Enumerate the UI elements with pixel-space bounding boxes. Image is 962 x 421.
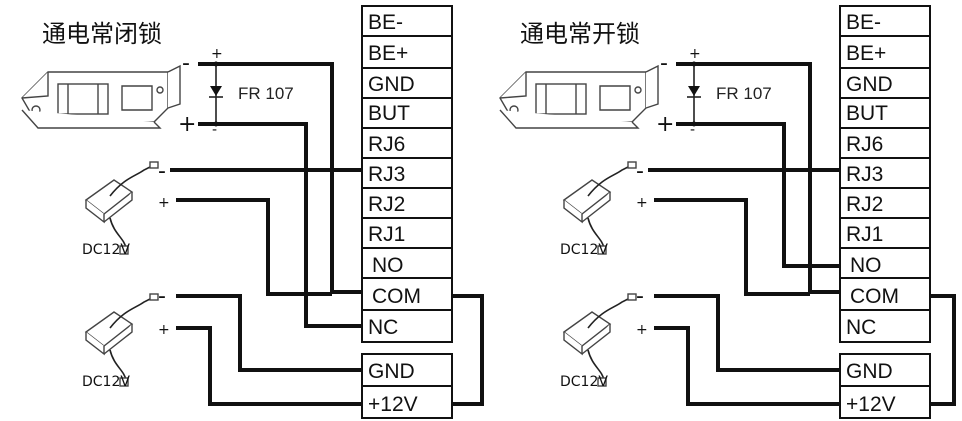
wire-lock-plus-no [676, 122, 840, 268]
power-terminal-block: GND +12V [839, 353, 931, 419]
terminal-label: NO [372, 254, 404, 277]
wire-adapter2-minus-gnd [176, 294, 362, 372]
terminal-label: BE- [368, 11, 403, 34]
terminal-label: GND [368, 73, 415, 96]
panel-left: 通电常闭锁 - + + - FR 107 - + DC12V - + DC12V [21, 5, 484, 419]
wire-adapter2-plus-12v [176, 326, 362, 406]
diode-plus-sign: + [689, 46, 701, 62]
adapter1-plus-sign: + [636, 195, 648, 211]
adapter1-voltage-label: DC12V [82, 242, 130, 258]
terminal-label: BE+ [368, 42, 408, 65]
terminal-label: RJ6 [846, 133, 883, 156]
power-adapter-image-2 [85, 293, 159, 387]
terminal-label: BE+ [846, 42, 886, 65]
wire-lock-minus-com [198, 62, 362, 294]
power-terminal-label: +12V [368, 393, 418, 416]
adapter2-voltage-label: DC12V [560, 374, 608, 390]
power-terminal-label: GND [846, 360, 893, 383]
diode-plus-sign: + [211, 46, 223, 62]
terminal-label: RJ3 [368, 163, 405, 186]
adapter2-plus-sign: + [636, 322, 648, 338]
electric-lock-image [21, 65, 181, 129]
adapter2-plus-sign: + [158, 322, 170, 338]
terminal-block: BE- BE+ GND BUT RJ6 RJ3 RJ2 RJ1 NO COM N… [361, 5, 453, 343]
terminal-label: RJ2 [368, 193, 405, 216]
wire-com-12v-jumper [452, 294, 484, 406]
terminal-label: NC [368, 316, 398, 339]
adapter1-minus-sign: - [636, 159, 644, 184]
power-adapter-image-2 [563, 293, 637, 387]
wire-adapter2-plus-12v [654, 326, 840, 406]
adapter2-minus-sign: - [158, 284, 166, 309]
terminal-label: RJ2 [846, 193, 883, 216]
terminal-label: GND [846, 73, 893, 96]
adapter1-minus-sign: - [158, 159, 166, 184]
adapter2-voltage-label: DC12V [82, 374, 130, 390]
power-adapter-image-1 [563, 161, 637, 255]
diode-symbol [209, 61, 223, 127]
wire-lock-plus-nc [198, 122, 362, 328]
adapter1-plus-sign: + [158, 195, 170, 211]
terminal-label: COM [372, 285, 421, 308]
terminal-label: BE- [846, 11, 881, 34]
terminal-label: RJ6 [368, 133, 405, 156]
diode-label: FR 107 [238, 84, 294, 103]
wire-adapter1-plus-com [176, 198, 332, 296]
diode-label: FR 107 [716, 84, 772, 103]
power-terminal-block: GND +12V [361, 353, 453, 419]
terminal-label: NC [846, 316, 876, 339]
lock-minus-sign: - [660, 51, 668, 76]
diode-minus-sign: - [212, 122, 217, 138]
terminal-label: BUT [368, 102, 410, 125]
terminal-block: BE- BE+ GND BUT RJ6 RJ3 RJ2 RJ1 NO COM N… [839, 5, 931, 343]
electric-lock-image [499, 65, 659, 129]
terminal-label: RJ3 [846, 163, 883, 186]
lock-plus-sign: + [656, 112, 674, 137]
terminal-label: COM [850, 285, 899, 308]
diode-symbol [687, 61, 701, 127]
terminal-label: BUT [846, 102, 888, 125]
panel-title: 通电常闭锁 [42, 20, 162, 48]
adapter2-minus-sign: - [636, 284, 644, 309]
panel-right: 通电常开锁 - + + - FR 107 - + DC12V - + DC12V [499, 5, 956, 419]
power-adapter-image-1 [85, 161, 159, 255]
diode-minus-sign: - [690, 122, 695, 138]
lock-plus-sign: + [178, 112, 196, 137]
adapter1-voltage-label: DC12V [560, 242, 608, 258]
panel-title: 通电常开锁 [520, 20, 640, 48]
wire-lock-minus-com [676, 62, 840, 294]
terminal-label: RJ1 [846, 223, 883, 246]
terminal-label: RJ1 [368, 223, 405, 246]
wire-adapter1-plus-com [654, 198, 810, 296]
lock-minus-sign: - [182, 51, 190, 76]
terminal-label: NO [850, 254, 882, 277]
wire-adapter2-minus-gnd [654, 294, 840, 372]
power-terminal-label: GND [368, 360, 415, 383]
power-terminal-label: +12V [846, 393, 896, 416]
wire-com-12v-jumper [930, 294, 956, 406]
